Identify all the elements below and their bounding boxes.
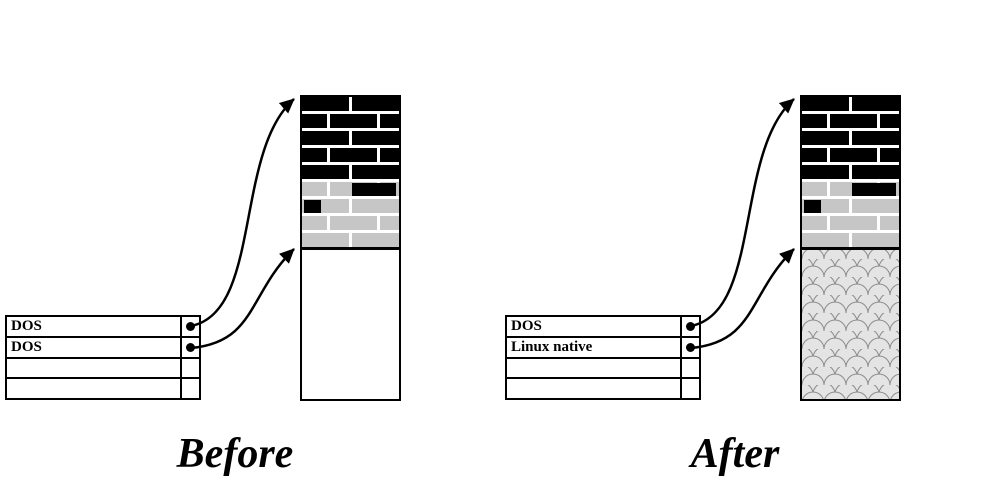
disk-graphic xyxy=(302,97,399,250)
partition-row xyxy=(507,379,699,398)
partition-row: DOS xyxy=(7,317,199,338)
marker-cell xyxy=(180,317,199,336)
after-panel: DOS Linux native xyxy=(500,0,1000,500)
used-free-boundary-line xyxy=(802,247,899,250)
pointer-arrows xyxy=(190,98,295,350)
partition-marker-dot xyxy=(186,321,195,331)
partition-marker-dot xyxy=(686,321,695,331)
segment-linux-native-scales xyxy=(802,250,899,399)
partition-row: DOS xyxy=(7,337,199,359)
marker-cell xyxy=(680,337,699,357)
partition-row xyxy=(7,358,199,380)
marker-cell xyxy=(680,317,699,336)
disk-after xyxy=(800,95,901,401)
disk-before xyxy=(300,95,401,401)
stray-dark-brick xyxy=(304,200,321,213)
pointer-arrows xyxy=(690,98,795,350)
partition-table: DOS Linux native xyxy=(505,315,701,400)
marker-cell xyxy=(180,358,199,378)
marker-cell xyxy=(680,358,699,378)
partition-row: DOS xyxy=(507,317,699,338)
partition-label: DOS xyxy=(11,338,42,355)
partition-row xyxy=(507,358,699,380)
partition-row xyxy=(7,379,199,398)
partition-marker-dot xyxy=(186,342,195,352)
stray-dark-brick xyxy=(852,183,896,196)
arrow-row2-to-disk-boundary xyxy=(690,248,795,350)
marker-cell xyxy=(680,379,699,398)
partition-label: DOS xyxy=(511,318,542,334)
arrow-row1-to-disk-top xyxy=(190,98,295,328)
partition-label xyxy=(7,359,180,378)
segment-used-dark-bricks xyxy=(302,97,399,181)
segment-used-dark-bricks xyxy=(802,97,899,181)
partition-label xyxy=(507,379,680,398)
partition-label xyxy=(7,379,180,398)
before-caption: Before xyxy=(176,431,294,477)
partition-label xyxy=(507,359,680,378)
arrow-row2-to-disk-boundary xyxy=(190,248,295,350)
stray-dark-brick xyxy=(804,200,821,213)
partition-label: DOS xyxy=(11,318,42,334)
arrow-row1-to-disk-top xyxy=(690,98,795,328)
disk-graphic xyxy=(802,97,899,399)
after-caption: After xyxy=(690,431,780,477)
partition-row: Linux native xyxy=(507,337,699,359)
before-panel: DOS DOS xyxy=(5,95,401,477)
partition-table: DOS DOS xyxy=(5,315,201,400)
partition-label: Linux native xyxy=(511,338,593,355)
stray-dark-brick xyxy=(352,183,396,196)
partition-marker-dot xyxy=(686,342,695,352)
marker-cell xyxy=(180,337,199,357)
used-free-boundary-line xyxy=(302,247,399,250)
marker-cell xyxy=(180,379,199,398)
